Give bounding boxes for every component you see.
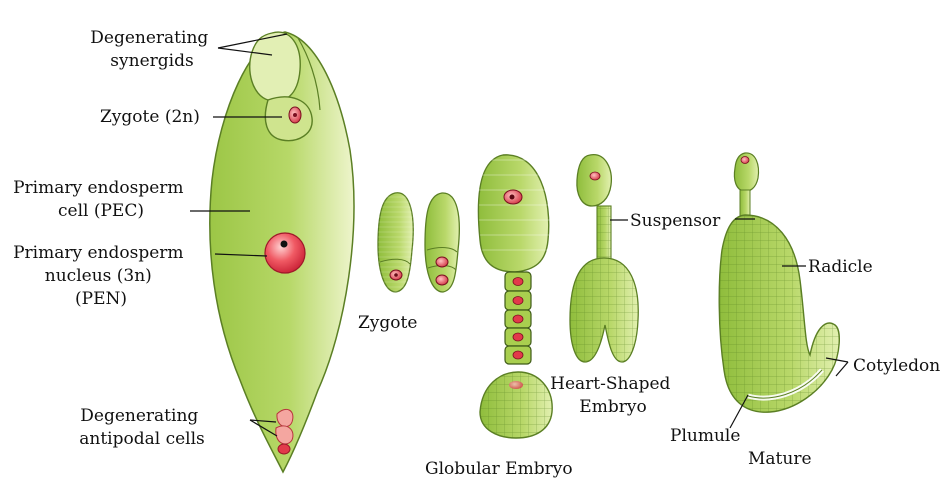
label-cotyledon: Cotyledon	[853, 356, 940, 376]
label-plumule: Plumule	[670, 426, 740, 446]
leader-lines	[190, 33, 849, 437]
label-antipodal-cells: Degenerating antipodal cells	[79, 406, 205, 449]
label-radicle: Radicle	[808, 257, 873, 277]
label-heart-shaped-embryo: Heart-Shaped Embryo	[550, 374, 676, 417]
pen-nucleus	[264, 232, 306, 274]
mature-embryo-illustration	[718, 152, 840, 413]
heart-shaped-embryo-illustration	[569, 154, 639, 363]
suspensor-cell-nucleus	[512, 332, 524, 342]
label-mature: Mature	[748, 449, 812, 469]
label-globular-embryo: Globular Embryo	[425, 459, 573, 479]
label-degenerating-synergids: Degenerating synergids	[90, 28, 213, 71]
synergids-shape	[249, 31, 301, 102]
label-zygote: Zygote	[358, 313, 417, 333]
suspensor-cell-nucleus	[512, 314, 524, 324]
antipodal-cells	[275, 408, 294, 455]
label-pen: Primary endosperm nucleus (3n) (PEN)	[13, 243, 189, 309]
label-suspensor: Suspensor	[630, 211, 721, 231]
globular-embryo-illustration	[477, 154, 553, 439]
suspensor-cell-nucleus	[512, 296, 524, 305]
zygote-cell-illustration	[377, 192, 460, 293]
suspensor-cell-nucleus	[512, 277, 524, 286]
suspensor-cell-nucleus	[512, 350, 524, 360]
label-pec: Primary endosperm cell (PEC)	[13, 178, 189, 221]
label-zygote-2n: Zygote (2n)	[100, 107, 200, 127]
zygote-cell-shape	[264, 96, 313, 142]
embryo-sac-illustration	[209, 31, 355, 474]
labels: Degenerating synergids Zygote (2n) Prima…	[13, 28, 940, 479]
globular-suspensor	[504, 271, 532, 365]
